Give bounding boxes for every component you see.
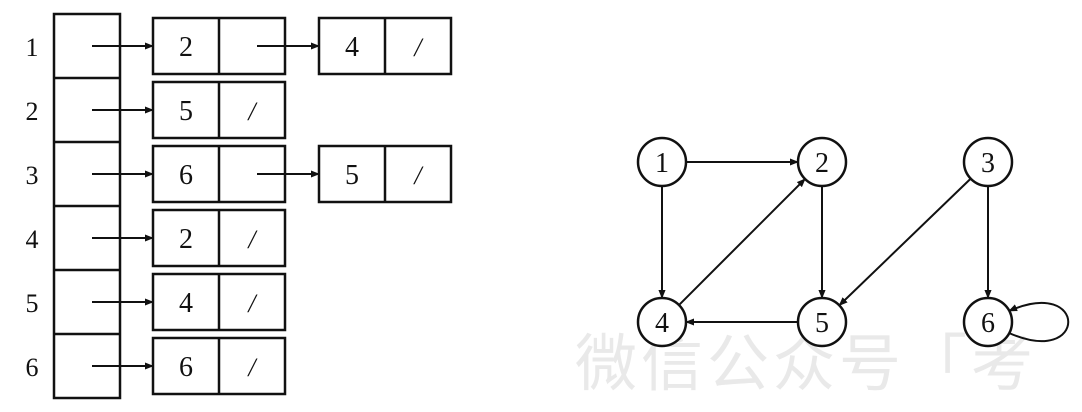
graph-node-circle <box>636 136 688 188</box>
vertex-index-label: 4 <box>26 225 39 254</box>
list-node-value: 2 <box>179 32 193 63</box>
graph-node-circle <box>962 136 1014 188</box>
list-node: 6/ <box>151 336 287 396</box>
graph-node: 5 <box>796 296 848 348</box>
graph-node: 2 <box>796 136 848 188</box>
null-terminator: / <box>246 353 258 382</box>
null-terminator: / <box>246 289 258 318</box>
list-node: 5/ <box>151 80 287 140</box>
graph-node-circle <box>796 296 848 348</box>
graph-node-label: 4 <box>655 308 669 339</box>
graph-node-label: 5 <box>815 308 829 339</box>
graph-node-circle <box>796 136 848 188</box>
list-node: 2/ <box>151 208 287 268</box>
graph-node: 4 <box>636 296 688 348</box>
null-terminator: / <box>412 161 424 190</box>
null-terminator: / <box>246 225 258 254</box>
vertex-index-label: 5 <box>26 289 39 318</box>
null-terminator: / <box>246 97 258 126</box>
list-node: 6 <box>151 144 320 204</box>
graph-node-label: 6 <box>981 308 995 339</box>
graph-edge <box>838 177 972 307</box>
graph-edge <box>678 178 806 306</box>
list-node-value: 6 <box>179 352 193 383</box>
null-terminator: / <box>412 33 424 62</box>
list-node: 5/ <box>317 144 453 204</box>
self-loop-edge <box>1008 301 1070 343</box>
list-node: 4/ <box>317 16 453 76</box>
list-node-value: 4 <box>345 32 359 63</box>
graph-node-label: 3 <box>981 148 995 179</box>
vertex-index-label: 1 <box>26 33 39 62</box>
list-node-value: 4 <box>179 288 193 319</box>
directed-graph: 1 2 3 4 5 6 <box>636 136 1070 348</box>
list-node: 2 <box>151 16 320 76</box>
list-node-value: 2 <box>179 224 193 255</box>
list-node: 4/ <box>151 272 287 332</box>
vertex-index-label: 3 <box>26 161 39 190</box>
list-node-value: 6 <box>179 160 193 191</box>
graph-node-circle <box>636 296 688 348</box>
graph-node-circle <box>962 296 1014 348</box>
graph-node: 6 <box>962 296 1014 348</box>
list-node-value: 5 <box>345 160 359 191</box>
vertex-index-label: 2 <box>26 97 39 126</box>
graph-node: 1 <box>636 136 688 188</box>
graph-node-label: 2 <box>815 148 829 179</box>
graph-node-label: 1 <box>655 148 669 179</box>
vertex-index-label: 6 <box>26 353 39 382</box>
graph-node: 3 <box>962 136 1014 188</box>
list-node-value: 5 <box>179 96 193 127</box>
